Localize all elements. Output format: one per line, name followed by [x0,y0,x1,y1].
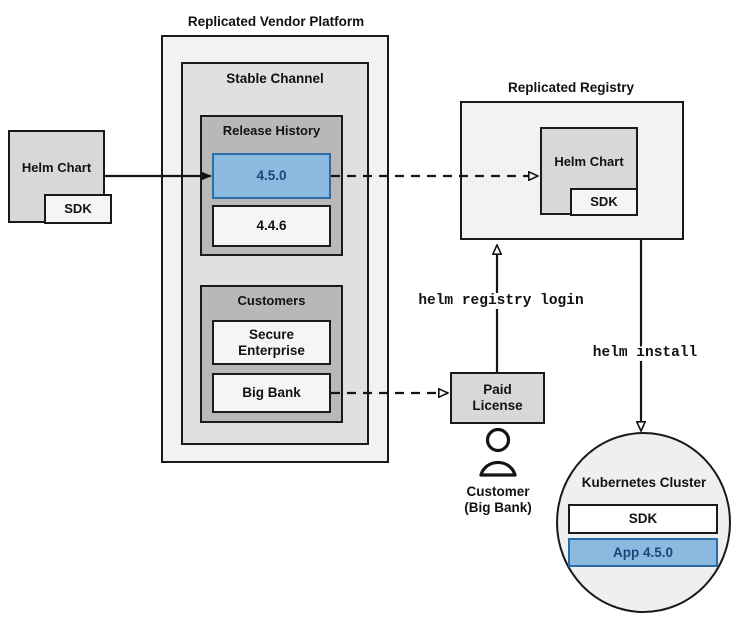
source-sdk-box[interactable]: SDK [44,194,112,224]
customer-avatar-icon [474,427,522,478]
customers-label: Customers [237,293,306,308]
source-sdk-label: SDK [64,200,92,216]
release-4-4-6-label: 4.4.6 [256,218,287,234]
cluster-app-box[interactable]: App 4.5.0 [568,538,718,567]
cluster-sdk-box[interactable]: SDK [568,504,718,534]
customer-secure-enterprise-label: Secure Enterprise [238,326,305,358]
cluster-app-label: App 4.5.0 [612,544,674,560]
registry-sdk-label: SDK [590,193,618,209]
helm-install-command: helm install [572,345,718,361]
registry-helm-chart-label: Helm Chart [554,153,624,169]
paid-license-box[interactable]: Paid License [450,372,545,424]
customer-secure-enterprise-box[interactable]: Secure Enterprise [212,320,331,365]
customer-persona-label: Customer (Big Bank) [464,484,532,516]
source-helm-chart-label: Helm Chart [21,160,92,176]
release-4-4-6-box[interactable]: 4.4.6 [212,205,331,247]
vendor-platform-title: Replicated Vendor Platform [187,14,365,29]
release-4-5-0-box[interactable]: 4.5.0 [212,153,331,199]
release-history-label: Release History [222,123,321,138]
customer-big-bank-label: Big Bank [242,385,301,401]
helm-registry-login-command: helm registry login [398,293,604,309]
release-4-5-0-label: 4.5.0 [256,168,287,184]
stable-channel-label: Stable Channel [226,71,324,86]
cluster-sdk-label: SDK [628,511,658,527]
customer-big-bank-box[interactable]: Big Bank [212,373,331,413]
kubernetes-cluster-label: Kubernetes Cluster [581,475,707,490]
paid-license-label: Paid License [472,382,523,413]
registry-sdk-box[interactable]: SDK [570,188,638,216]
registry-title: Replicated Registry [507,80,635,95]
